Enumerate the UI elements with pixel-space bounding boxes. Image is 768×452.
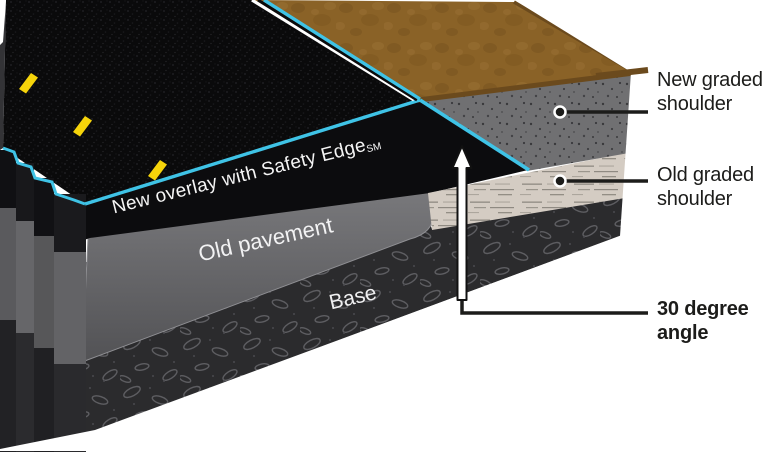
new-overlay-layer [48, 100, 528, 252]
old-graded-shoulder-face [428, 152, 630, 230]
old-graded-shoulder-label: Old graded shoulder [657, 164, 754, 211]
road-edge-stripes [251, 0, 421, 102]
safety-edge-highlight-lines [2, 98, 530, 206]
angle-label: 30 degree angle [657, 298, 749, 345]
new-shoulder-callout-dot [553, 105, 567, 119]
road-surface [0, 0, 416, 204]
white-edge-stripe [251, 0, 415, 102]
new-graded-shoulder-face [420, 71, 632, 171]
new-graded-shoulder-label: New graded shoulder [657, 69, 763, 116]
old-shoulder-callout-dot [553, 174, 567, 188]
angle-arrow-icon [451, 145, 473, 301]
callouts [451, 105, 648, 315]
overlay-label-servicemark: SM [365, 140, 383, 156]
lane-markings [19, 73, 167, 181]
road-left-side-face [0, 2, 6, 150]
left-stepped-cross-section [0, 150, 86, 452]
dirt-edge-tip [595, 67, 649, 79]
